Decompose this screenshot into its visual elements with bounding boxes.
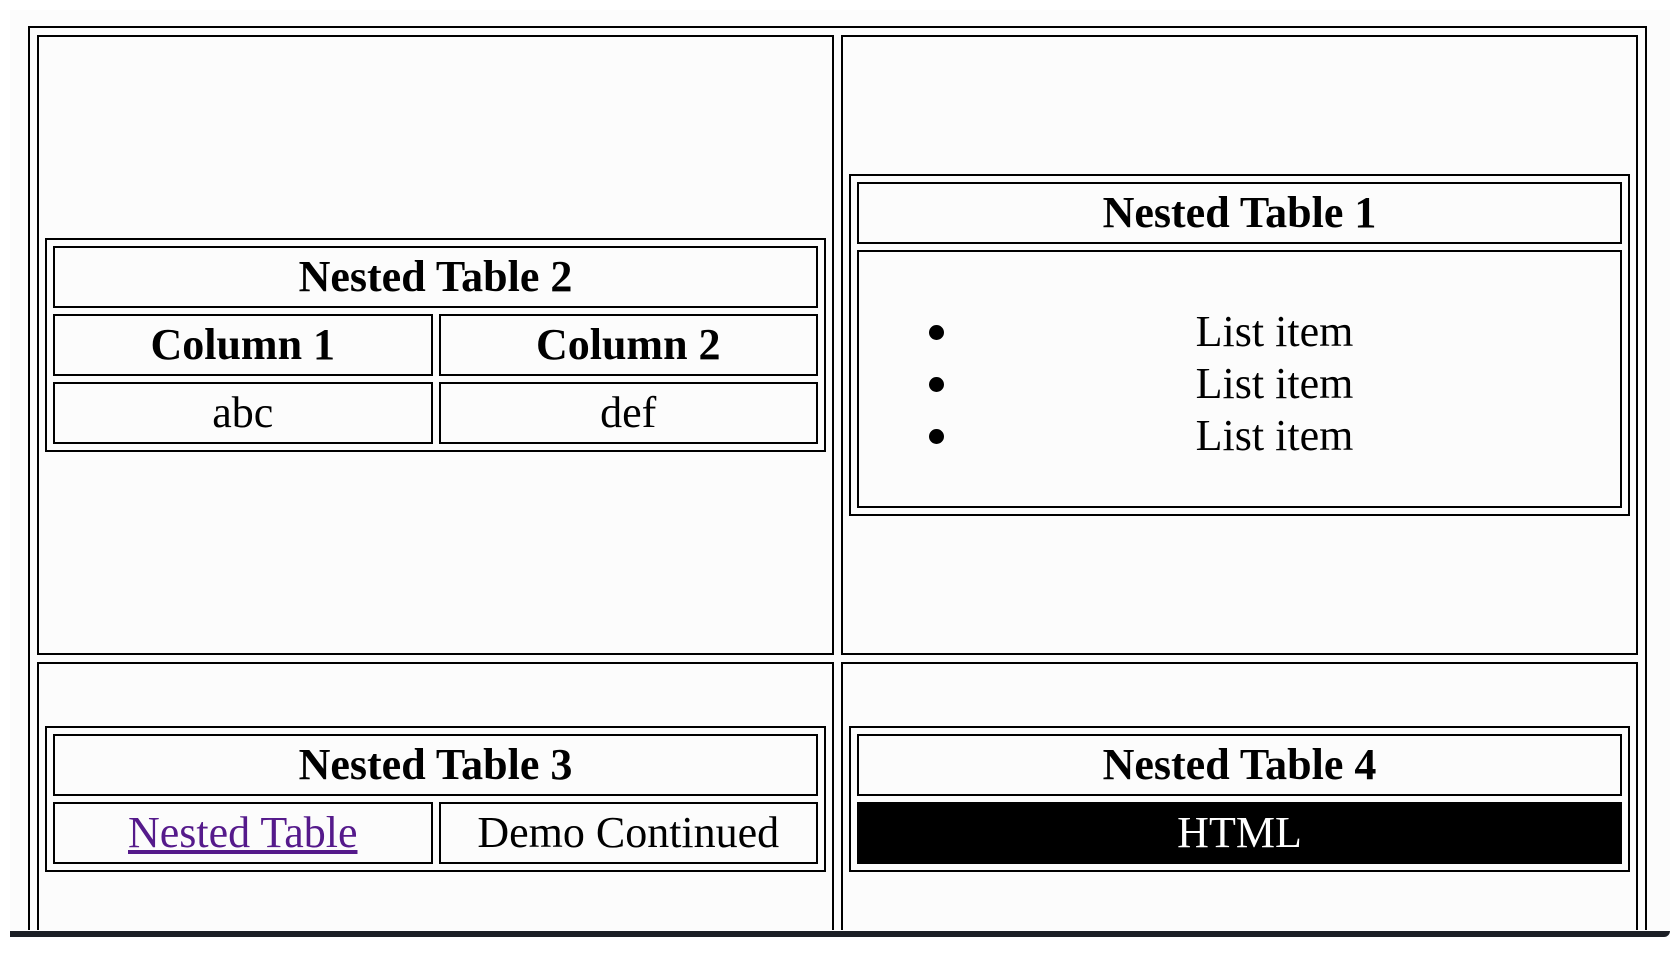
cell-abc: abc [53,382,433,444]
outer-cell-top-left: Nested Table 2 Column 1 Column 2 abc def [37,35,834,655]
nested-table-3-title: Nested Table 3 [53,734,818,796]
nested-table-2-title: Nested Table 2 [53,246,818,308]
outer-cell-bottom-left: Nested Table 3 Nested Table Demo Continu… [37,662,834,930]
list-item: List item [929,358,1620,410]
bullet-icon [929,377,944,392]
list-cell: List item List item List item [857,250,1622,508]
outer-table: Nested Table 2 Column 1 Column 2 abc def… [28,26,1647,930]
nested-table-1: Nested Table 1 List item List item List … [849,174,1630,516]
browser-viewport: Nested Table 2 Column 1 Column 2 abc def… [10,10,1670,930]
nested-table-link[interactable]: Nested Table [128,808,358,857]
demo-continued-cell: Demo Continued [438,802,818,864]
list-item-label: List item [1195,411,1354,460]
list-item: List item [929,410,1620,462]
list-item: List item [929,306,1620,358]
column-2-header: Column 2 [438,314,818,376]
cell-def: def [438,382,818,444]
nested-table-4-title: Nested Table 4 [857,734,1622,796]
html-cell: HTML [857,802,1622,864]
list-item-label: List item [1195,307,1354,356]
nested-table-1-title: Nested Table 1 [857,182,1622,244]
bullet-icon [929,429,944,444]
list-item-label: List item [1195,359,1354,408]
outer-cell-top-right: Nested Table 1 List item List item List … [841,35,1638,655]
bulleted-list: List item List item List item [929,306,1620,462]
nested-table-4: Nested Table 4 HTML [849,726,1630,872]
column-1-header: Column 1 [53,314,433,376]
bullet-icon [929,325,944,340]
window-bottom-edge [10,931,1670,937]
nested-table-2: Nested Table 2 Column 1 Column 2 abc def [45,238,826,452]
nested-table-3: Nested Table 3 Nested Table Demo Continu… [45,726,826,872]
nested-table-link-cell: Nested Table [53,802,433,864]
outer-cell-bottom-right: Nested Table 4 HTML [841,662,1638,930]
